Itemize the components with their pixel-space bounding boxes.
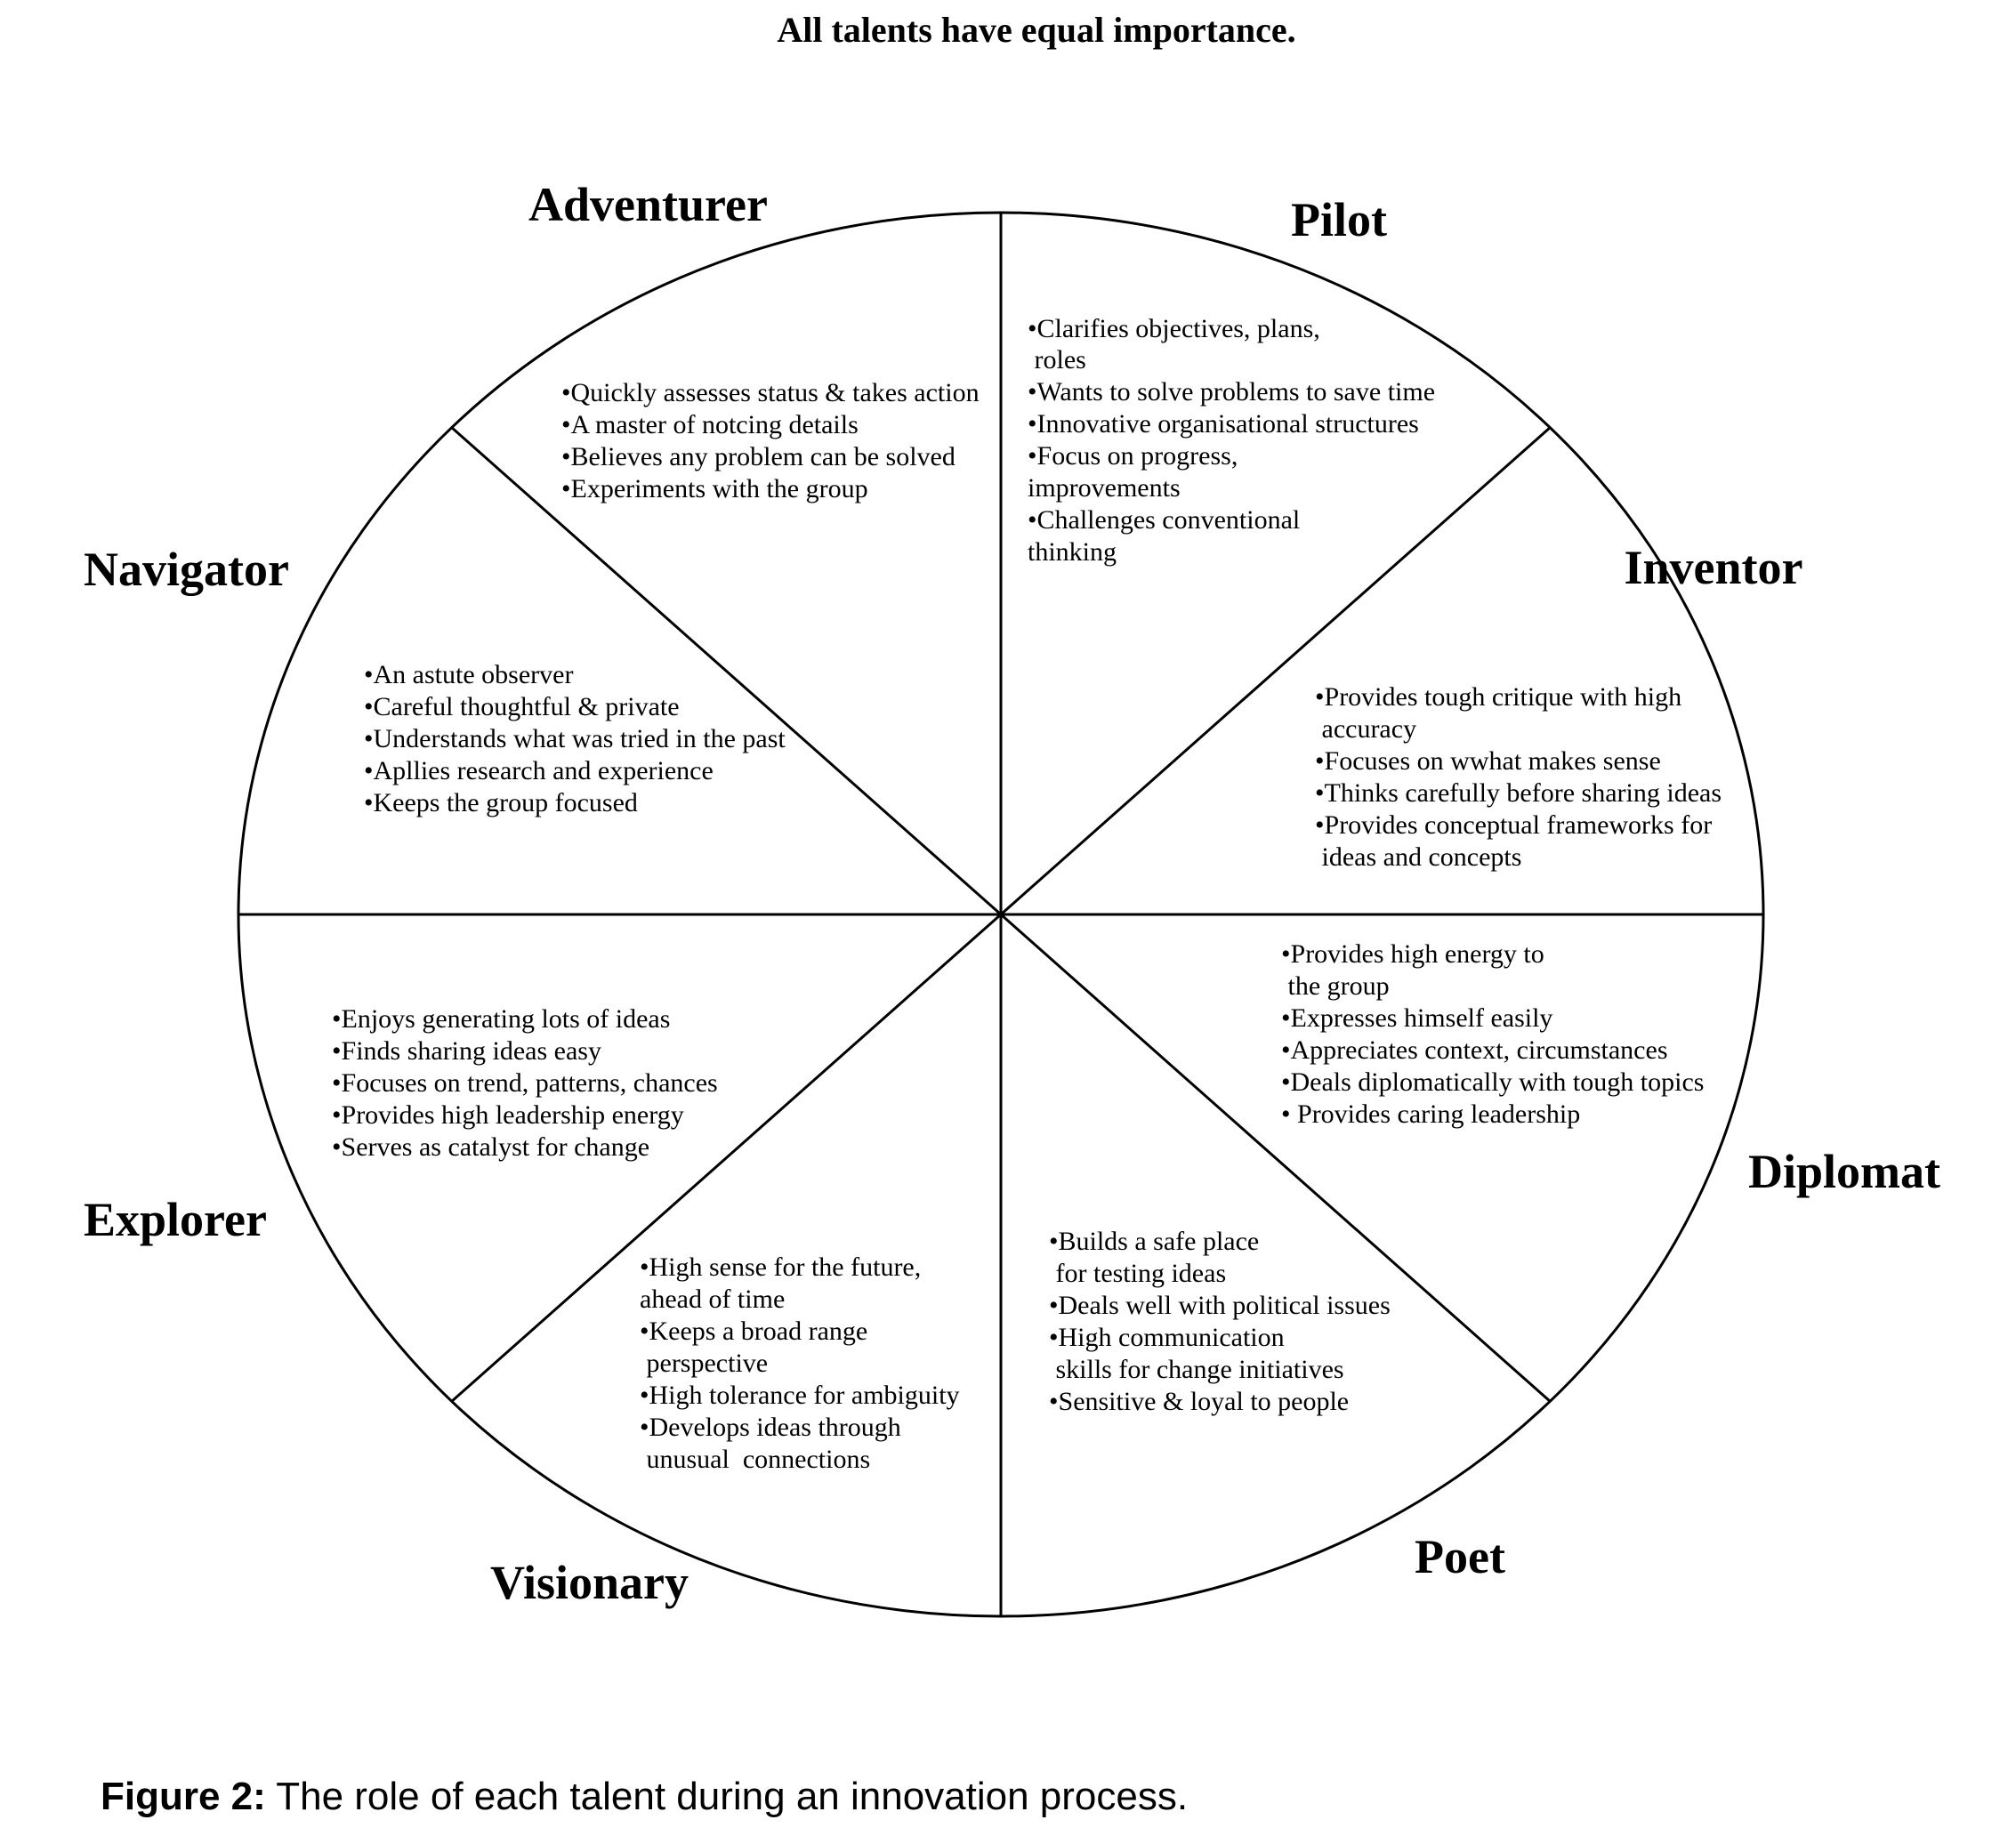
caption-prefix: Figure 2: bbox=[101, 1775, 266, 1818]
trait-line: improvements bbox=[1028, 473, 1181, 503]
trait-line: ahead of time bbox=[640, 1284, 785, 1314]
talent-name: Navigator bbox=[84, 543, 289, 596]
trait-line: •Deals well with political issues bbox=[1049, 1291, 1391, 1320]
trait-line: •Enjoys generating lots of ideas bbox=[332, 1004, 670, 1034]
trait-line: •Understands what was tried in the past bbox=[364, 724, 786, 753]
talent-traits: •Quickly assesses status & takes action … bbox=[561, 378, 986, 503]
page-title: All talents have equal importance. bbox=[777, 10, 1295, 50]
trait-line: •Provides tough critique with high bbox=[1315, 682, 1681, 712]
trait-line: •High tolerance for ambiguity bbox=[640, 1381, 960, 1410]
trait-line: •Believes any problem can be solved bbox=[561, 442, 956, 471]
trait-line: •Innovative organisational structures bbox=[1028, 409, 1419, 439]
trait-line: unusual connections bbox=[640, 1445, 870, 1474]
trait-line: •Builds a safe place bbox=[1049, 1227, 1259, 1256]
trait-line: •Focuses on trend, patterns, chances bbox=[332, 1068, 718, 1098]
trait-line: •Focus on progress, bbox=[1028, 441, 1238, 471]
trait-line: •Experiments with the group bbox=[561, 474, 868, 503]
talent-name: Diplomat bbox=[1748, 1145, 1940, 1198]
trait-line: •Challenges conventional bbox=[1028, 505, 1300, 535]
trait-line: •Thinks carefully before sharing ideas bbox=[1315, 778, 1722, 808]
trait-line: •Provides high energy to bbox=[1281, 939, 1544, 969]
trait-line: •Finds sharing ideas easy bbox=[332, 1036, 601, 1066]
trait-line: •Deals diplomatically with tough topics bbox=[1281, 1067, 1704, 1097]
trait-line: •An astute observer bbox=[364, 660, 573, 689]
trait-line: •Focuses on wwhat makes sense bbox=[1315, 746, 1661, 776]
trait-line: •Clarifies objectives, plans, bbox=[1028, 314, 1320, 343]
talent-explorer: Explorer •Enjoys generating lots of idea… bbox=[84, 1004, 724, 1246]
talent-name: Pilot bbox=[1291, 193, 1387, 246]
trait-line: ideas and concepts bbox=[1315, 842, 1521, 872]
trait-line: •Wants to solve problems to save time bbox=[1028, 377, 1435, 407]
trait-line: •Appreciates context, circumstances bbox=[1281, 1035, 1668, 1065]
talent-name: Poet bbox=[1415, 1530, 1505, 1583]
trait-line: •Keeps a broad range bbox=[640, 1317, 867, 1346]
trait-line: the group bbox=[1281, 971, 1390, 1001]
talent-adventurer: Adventurer •Quickly assesses status & ta… bbox=[528, 178, 986, 503]
trait-line: •Quickly assesses status & takes action bbox=[561, 378, 980, 407]
figure-caption: Figure 2: The role of each talent during… bbox=[101, 1775, 1188, 1818]
trait-line: •Careful thoughtful & private bbox=[364, 692, 680, 721]
talent-pilot: Pilot •Clarifies objectives, plans, role… bbox=[0, 0, 1482, 567]
trait-line: perspective bbox=[640, 1349, 768, 1378]
trait-line: •Provides conceptual frameworks for bbox=[1315, 810, 1712, 840]
trait-line: •Develops ideas through bbox=[640, 1413, 901, 1442]
trait-line: •Provides high leadership energy bbox=[332, 1100, 684, 1130]
talent-poet: Poet •Builds a safe place for testing id… bbox=[1049, 1227, 1505, 1583]
talent-traits: •An astute observer •Careful thoughtful … bbox=[364, 660, 792, 817]
talent-name: Inventor bbox=[1625, 541, 1803, 594]
talent-traits: •Builds a safe place for testing ideas •… bbox=[1049, 1227, 1391, 1416]
trait-line: •Expresses himself easily bbox=[1281, 1003, 1552, 1033]
talent-traits: •Provides high energy to the group •Expr… bbox=[1281, 939, 1704, 1129]
trait-line: •A master of notcing details bbox=[561, 410, 859, 439]
talent-diplomat: Diplomat •Provides high energy to the gr… bbox=[1281, 939, 1940, 1198]
trait-line: • Provides caring leadership bbox=[1281, 1099, 1580, 1129]
trait-line: •Sensitive & loyal to people bbox=[1049, 1387, 1349, 1416]
trait-line: •Keeps the group focused bbox=[364, 788, 638, 817]
talent-navigator: Navigator •An astute observer •Careful t… bbox=[84, 543, 792, 817]
trait-line: •High communication bbox=[1049, 1323, 1285, 1352]
trait-line: •Apllies research and experience bbox=[364, 756, 714, 785]
trait-line: •High sense for the future, bbox=[640, 1252, 921, 1282]
talent-name: Explorer bbox=[84, 1193, 267, 1246]
talent-traits: •Clarifies objectives, plans, roles •Wan… bbox=[0, 0, 1482, 567]
talent-traits: •Enjoys generating lots of ideas •Finds … bbox=[332, 1004, 724, 1162]
wheel bbox=[237, 211, 1765, 1618]
talent-traits: •Provides tough critique with high accur… bbox=[0, 0, 1769, 872]
trait-line: for testing ideas bbox=[1049, 1259, 1226, 1288]
caption-text: The role of each talent during an innova… bbox=[266, 1775, 1188, 1818]
trait-line: roles bbox=[1028, 345, 1086, 374]
talent-name: Visionary bbox=[490, 1556, 689, 1609]
talent-inventor: Inventor •Provides tough critique with h… bbox=[0, 0, 1803, 872]
trait-line: •Serves as catalyst for change bbox=[332, 1132, 649, 1162]
trait-line: thinking bbox=[1028, 537, 1117, 567]
talent-name: Adventurer bbox=[528, 178, 768, 231]
talent-visionary: Visionary •High sense for the future, ah… bbox=[0, 0, 1006, 1609]
trait-line: skills for change initiatives bbox=[1049, 1355, 1344, 1384]
divider-diagonal-up bbox=[450, 425, 1552, 1404]
trait-line: accuracy bbox=[1315, 714, 1416, 744]
talent-traits: •High sense for the future, ahead of tim… bbox=[0, 0, 1006, 1474]
